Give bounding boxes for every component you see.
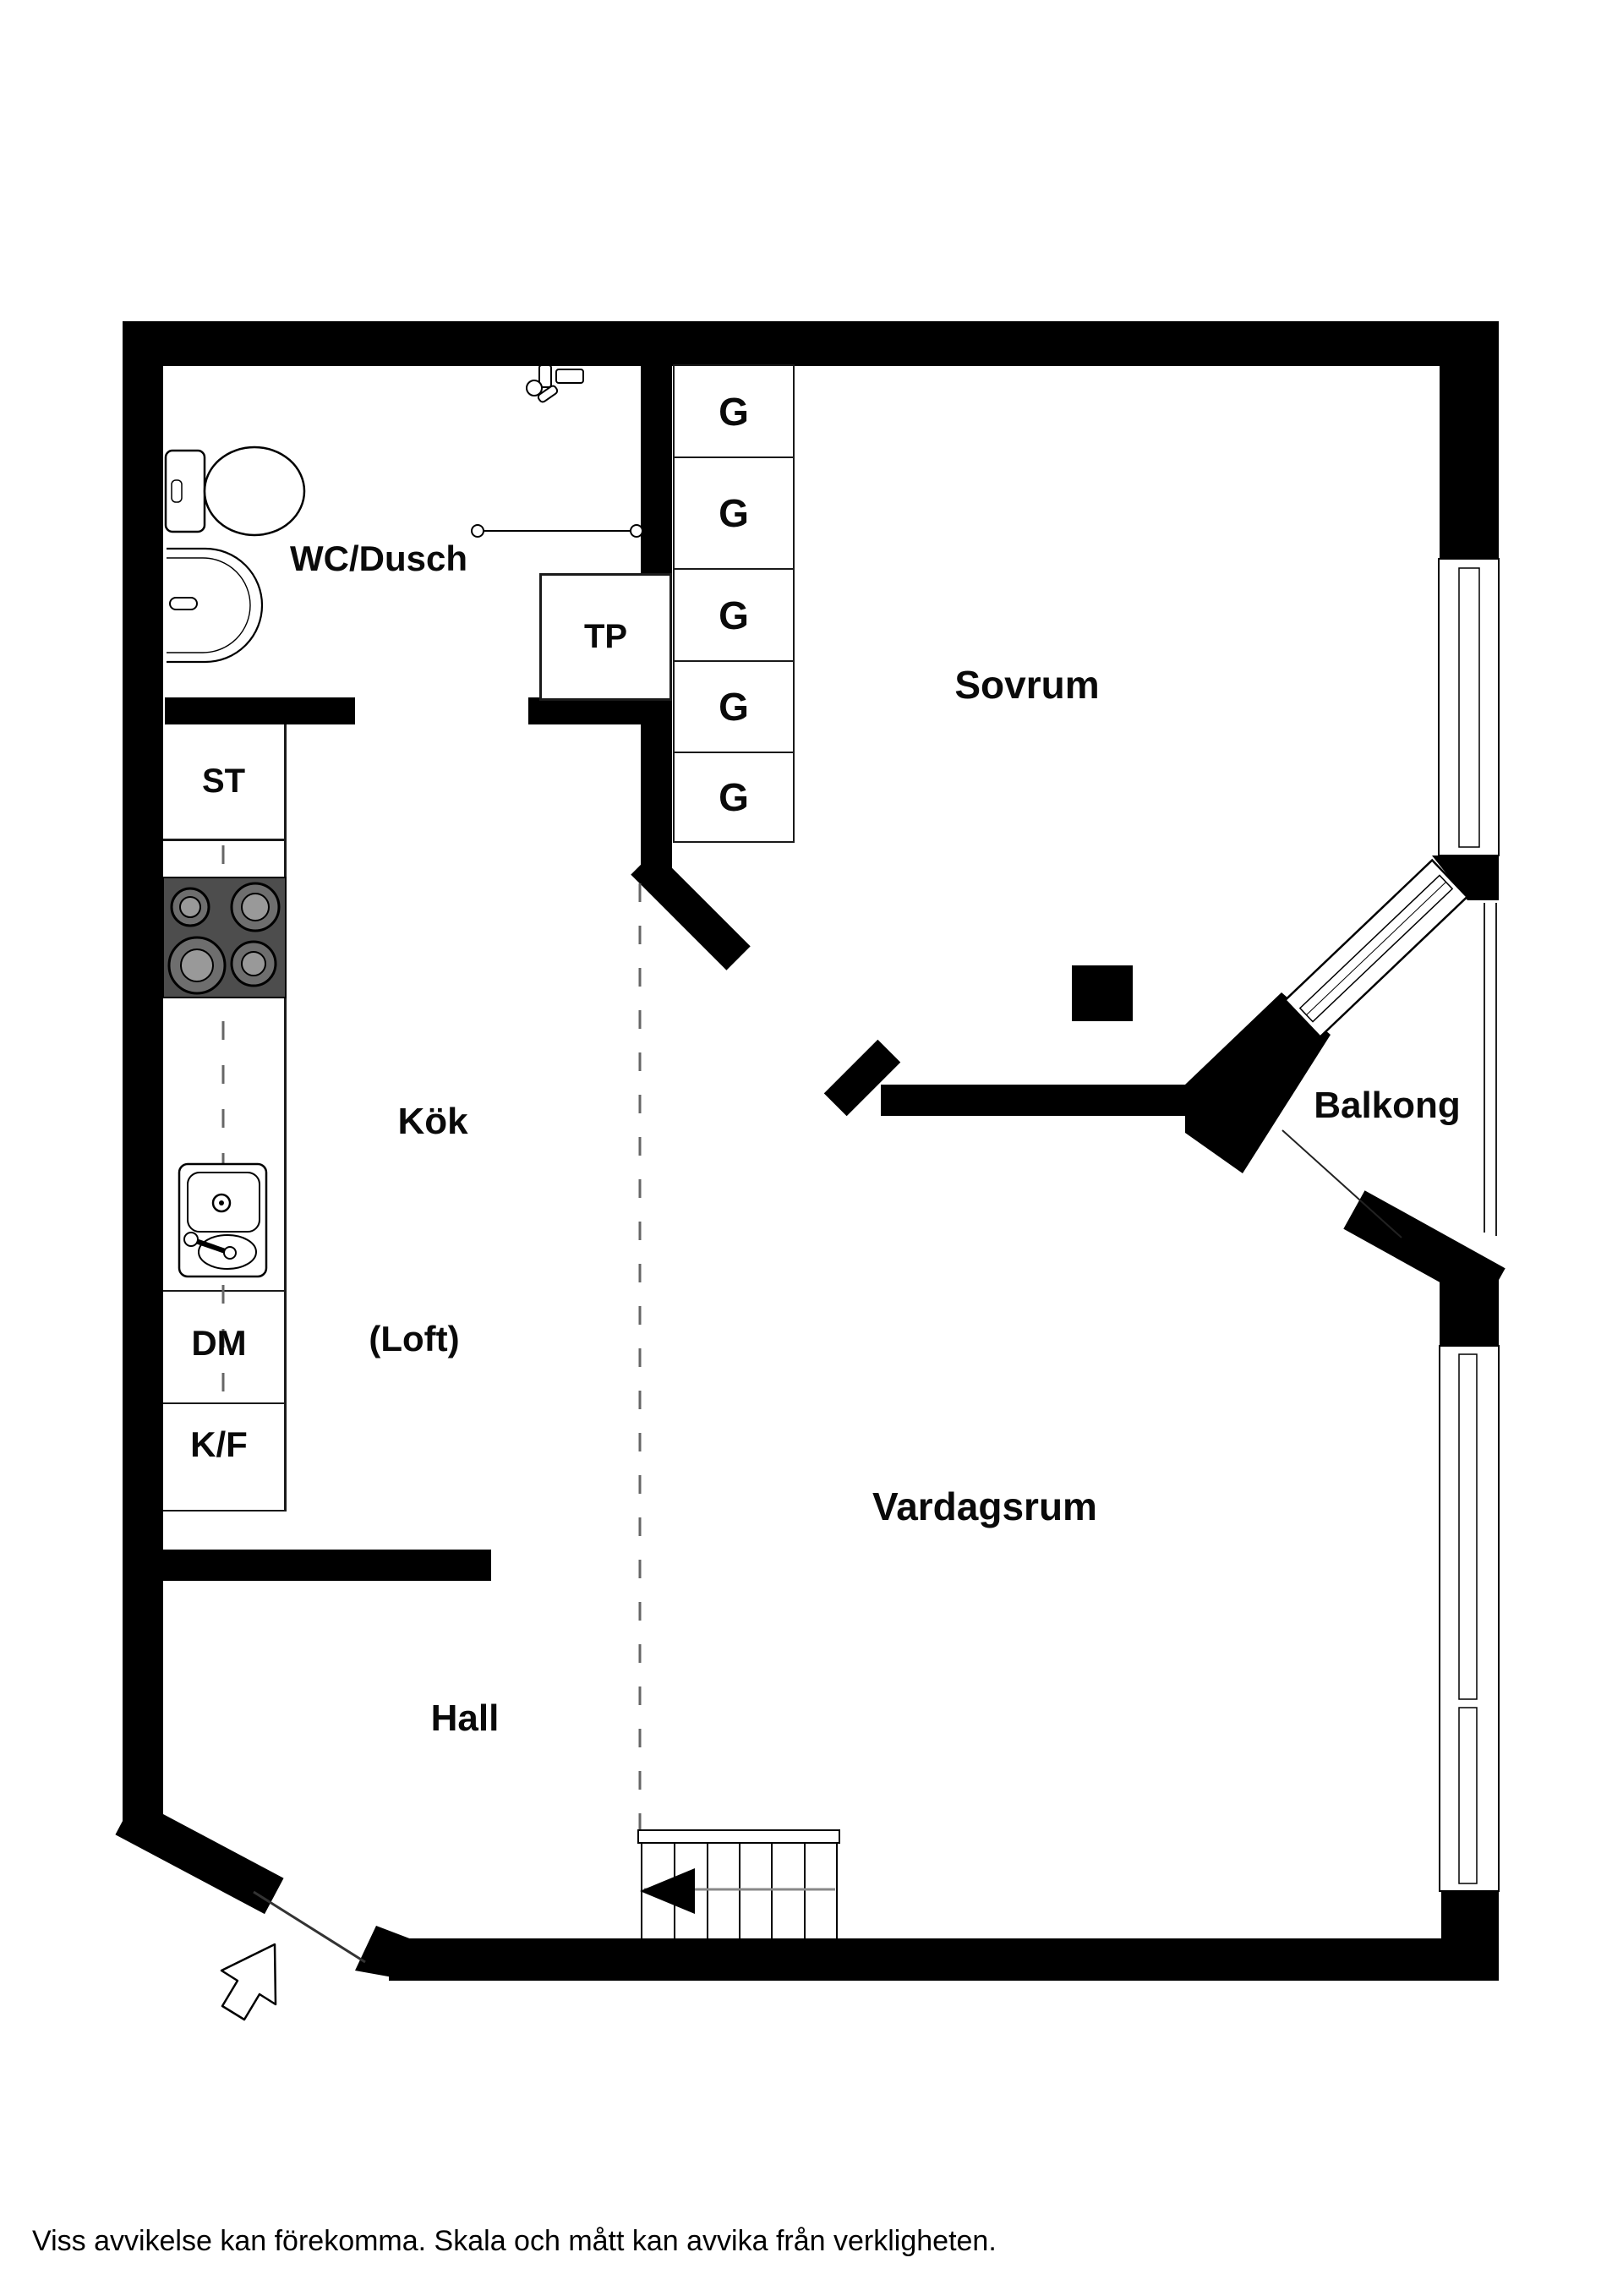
wall-kitchen-stub: [163, 1550, 491, 1581]
wardrobe-cell: G: [675, 752, 793, 841]
shower-mixer-fixture: [526, 364, 584, 403]
wardrobe-label: G: [719, 389, 749, 434]
tp-label: TP: [583, 618, 628, 655]
wash-basin-fixture: [167, 547, 264, 664]
wardrobe-label: G: [719, 491, 749, 535]
wardrobe-cell: G: [675, 456, 793, 568]
counter-edge-line: [284, 724, 287, 1511]
disclaimer-text: Viss avvikelse kan förekomma. Skala och …: [32, 2225, 997, 2257]
wall-top: [123, 321, 1499, 366]
wall-sovrum-vardagsrum: [881, 1085, 1196, 1116]
wall-balcony-upper-diagonal: [1185, 992, 1331, 1173]
hob-fixture: [162, 877, 287, 998]
wall-bottom-bevel: [355, 1926, 412, 1981]
vardagsrum-window: [1439, 1345, 1500, 1892]
room-label-kok: Kök: [397, 1101, 468, 1142]
wardrobe-cell: G: [675, 366, 793, 456]
shower-screen-line: [471, 524, 643, 538]
wall-balcony-lower-diagonal: [1343, 1190, 1506, 1307]
toilet-fixture: [164, 446, 306, 537]
wardrobe-label: G: [719, 685, 749, 729]
st-label: ST: [201, 763, 246, 800]
counter-bottom-line: [163, 1510, 287, 1512]
balcony-side-line: [1281, 1129, 1402, 1238]
wall-wc-bottom-right: [528, 697, 672, 724]
room-label-wc-dusch: WC/Dusch: [290, 538, 467, 578]
entrance-door-line: [253, 1890, 366, 1964]
balcony-door: [1283, 858, 1469, 1039]
counter-divider-sink-dm: [163, 1290, 287, 1292]
wardrobe-label: G: [719, 593, 749, 637]
kitchen-sink-fixture: [178, 1162, 268, 1278]
room-label-loft: (Loft): [369, 1319, 460, 1358]
wall-balcony-top-wedge: [1432, 856, 1499, 900]
st-closet: ST: [163, 724, 287, 841]
stair-direction-arrow-icon: [640, 1868, 695, 1914]
wardrobe-label: G: [719, 775, 749, 819]
room-label-hall: Hall: [430, 1697, 500, 1739]
room-label-vardagsrum: Vardagsrum: [872, 1484, 1097, 1528]
room-label-balkong: Balkong: [1314, 1085, 1461, 1126]
wardrobe-cell: G: [675, 660, 793, 752]
stairs: [637, 1829, 840, 1938]
wall-right-top-corner: [1440, 321, 1499, 559]
fixture-label-kf: K/F: [190, 1424, 248, 1464]
fixture-label-dm: DM: [191, 1323, 247, 1363]
wall-wc-bottom-left: [165, 697, 355, 724]
wall-bottom: [389, 1938, 1499, 1981]
pillar: [1072, 965, 1133, 1021]
entry-arrow-icon: [220, 1943, 277, 2021]
wall-left: [123, 321, 163, 1830]
counter-divider-dm-kf: [163, 1402, 287, 1404]
wall-entrance-diagonal: [115, 1798, 284, 1915]
wall-wc-door-stub: [631, 850, 751, 970]
wardrobe-cell: G: [675, 568, 793, 660]
sovrum-window: [1438, 558, 1500, 856]
room-label-sovrum: Sovrum: [954, 663, 1100, 707]
wall-sovrum-door-stub: [823, 1039, 901, 1117]
wardrobe-column: G G G G G: [673, 364, 795, 843]
tp-cabinet: TP: [539, 573, 672, 701]
